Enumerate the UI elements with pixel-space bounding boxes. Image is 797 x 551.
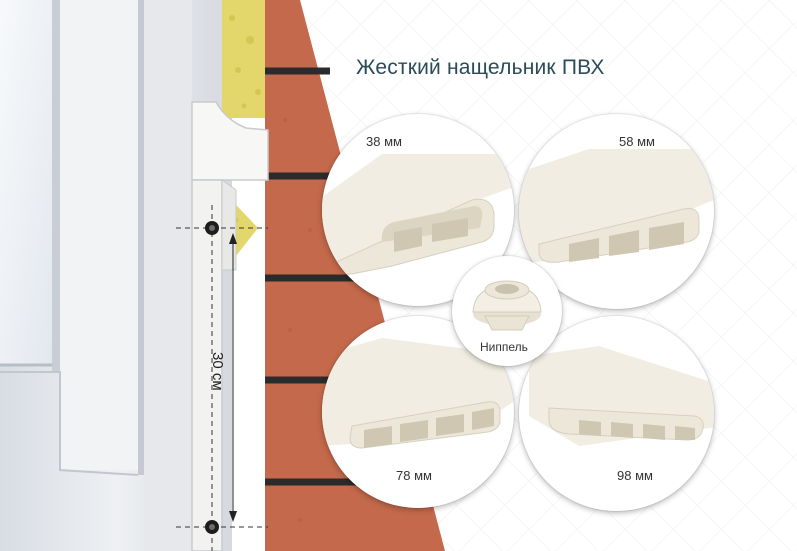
profile-78mm-label: 78 мм xyxy=(396,468,432,483)
window-glass xyxy=(0,0,52,365)
nipple-card: Ниппель xyxy=(452,256,562,366)
dimension-guides xyxy=(176,205,268,551)
nipple-label: Ниппель xyxy=(480,340,528,354)
profile-cross-section xyxy=(191,179,223,551)
profile-78mm-image xyxy=(322,338,514,449)
screw-top-icon xyxy=(205,221,219,235)
profile-98mm-card: 98 мм xyxy=(519,316,714,511)
page-title: Жесткий нащельник ПВХ xyxy=(356,56,605,79)
dimension-arrow xyxy=(229,233,237,522)
nipple-image xyxy=(472,280,542,331)
screw-bottom-icon xyxy=(205,520,219,534)
profile-98mm-label: 98 мм xyxy=(617,468,653,483)
profile-58mm-card: 58 мм xyxy=(519,114,714,309)
profile-58mm-image xyxy=(519,149,714,264)
profile-38mm-label: 38 мм xyxy=(366,134,402,149)
profile-98mm-image xyxy=(529,346,714,446)
profile-38mm-image xyxy=(322,154,514,278)
dimension-label: 30 см xyxy=(209,352,226,391)
profile-58mm-label: 58 мм xyxy=(619,134,655,149)
